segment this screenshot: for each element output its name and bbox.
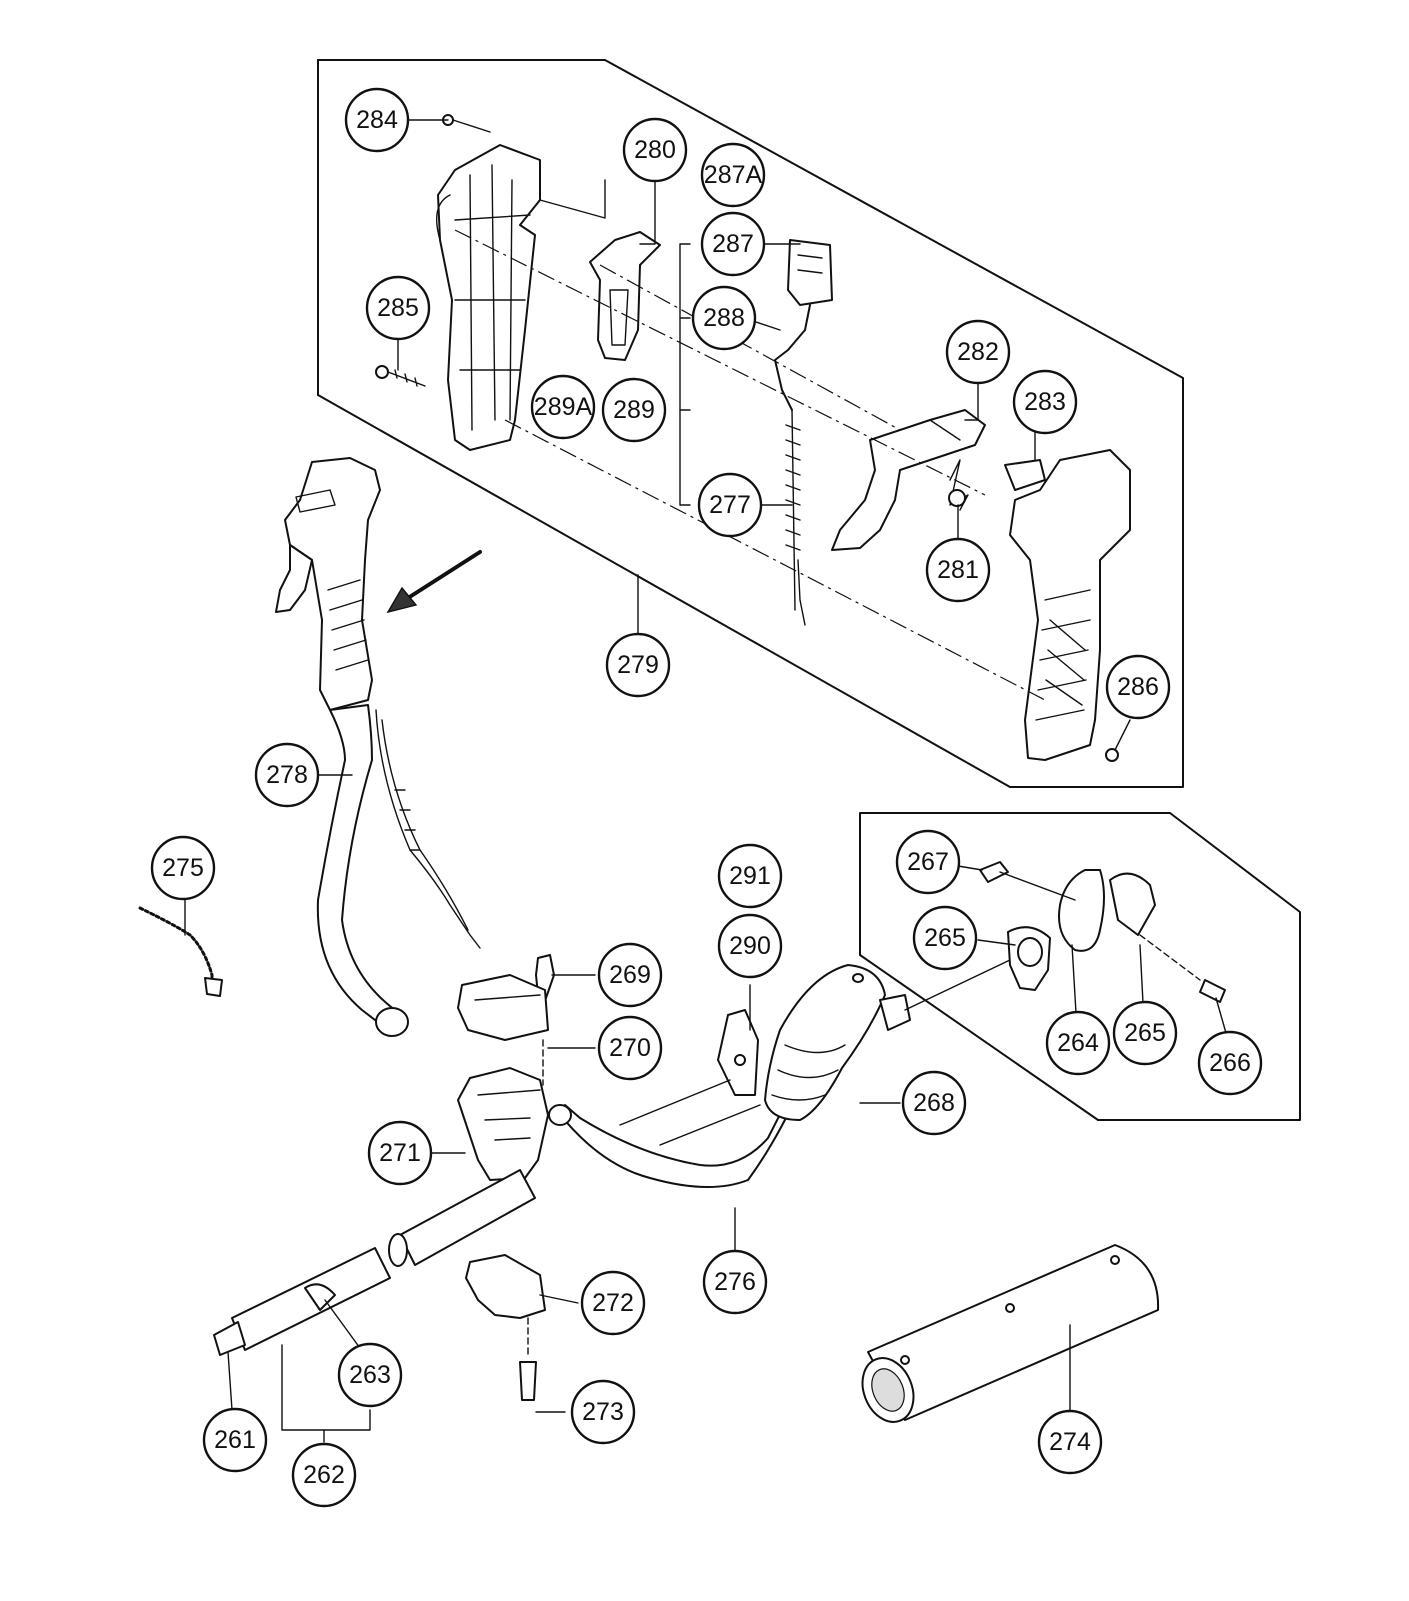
callout-269: 269 <box>597 942 663 1008</box>
svg-text:271: 271 <box>379 1139 421 1167</box>
callout-280: 280 <box>622 117 688 183</box>
callout-264: 264 <box>1045 1010 1111 1076</box>
svg-text:273: 273 <box>582 1398 624 1426</box>
callout-277: 277 <box>697 472 763 538</box>
svg-text:272: 272 <box>592 1289 634 1317</box>
callout-262: 262 <box>291 1442 357 1508</box>
svg-text:279: 279 <box>617 651 659 679</box>
clamp-kit-box <box>859 812 1301 1121</box>
callout-276: 276 <box>702 1249 768 1315</box>
svg-text:268: 268 <box>913 1089 955 1117</box>
callout-275: 275 <box>150 835 216 901</box>
callout-279: 279 <box>605 632 671 698</box>
callout-268: 268 <box>901 1070 967 1136</box>
callout-272: 272 <box>580 1270 646 1336</box>
callout-282: 282 <box>945 319 1011 385</box>
svg-text:281: 281 <box>937 556 979 584</box>
throttle-housing-right <box>1009 449 1131 761</box>
callout-261: 261 <box>202 1407 268 1473</box>
svg-text:274: 274 <box>1049 1428 1091 1456</box>
handle-clamp-parts <box>457 954 555 1181</box>
svg-text:270: 270 <box>609 1034 651 1062</box>
svg-text:288: 288 <box>703 304 745 332</box>
svg-text:276: 276 <box>714 1268 756 1296</box>
callout-273: 273 <box>570 1379 636 1445</box>
svg-text:287: 287 <box>712 230 754 258</box>
svg-text:290: 290 <box>729 932 771 960</box>
loop-handle <box>548 964 911 1189</box>
callout-286: 286 <box>1105 654 1171 720</box>
svg-text:277: 277 <box>709 491 751 519</box>
assembly-arrow <box>386 550 482 614</box>
callout-281: 281 <box>925 537 991 603</box>
callout-270: 270 <box>597 1015 663 1081</box>
svg-text:261: 261 <box>214 1426 256 1454</box>
callout-285: 285 <box>365 275 431 341</box>
throttle-trigger <box>831 409 986 551</box>
callout-274: 274 <box>1037 1409 1103 1475</box>
svg-text:286: 286 <box>1117 673 1159 701</box>
callout-265-right: 265 <box>1112 1000 1178 1066</box>
svg-text:262: 262 <box>303 1461 345 1489</box>
svg-text:264: 264 <box>1057 1029 1099 1057</box>
svg-text:275: 275 <box>162 854 204 882</box>
svg-text:284: 284 <box>356 106 398 134</box>
svg-text:269: 269 <box>609 961 651 989</box>
callout-263: 263 <box>337 1342 403 1408</box>
throttle-assembly-box <box>317 59 1184 788</box>
drive-shaft-tubes <box>213 1169 536 1356</box>
callout-267: 267 <box>895 829 961 895</box>
cable-tie <box>138 906 223 997</box>
svg-text:263: 263 <box>349 1361 391 1389</box>
svg-text:265: 265 <box>924 924 966 952</box>
svg-text:267: 267 <box>907 848 949 876</box>
svg-text:278: 278 <box>266 761 308 789</box>
leader-lines <box>184 119 1227 1443</box>
callout-287: 287 <box>700 211 766 277</box>
svg-text:289: 289 <box>613 396 655 424</box>
clamp-kit-parts <box>904 861 1226 1011</box>
svg-text:287A: 287A <box>704 161 763 189</box>
callout-278: 278 <box>254 742 320 808</box>
callout-266: 266 <box>1197 1030 1263 1096</box>
assembly-centre-lines <box>454 229 1046 701</box>
callout-287A: 287A <box>700 142 766 208</box>
svg-text:283: 283 <box>1024 388 1066 416</box>
svg-text:285: 285 <box>377 294 419 322</box>
throttle-housing-left <box>436 144 541 451</box>
screws <box>375 114 1119 762</box>
trigger-spring <box>948 459 969 511</box>
svg-text:265: 265 <box>1124 1019 1166 1047</box>
svg-text:291: 291 <box>729 862 771 890</box>
callout-265-left: 265 <box>912 905 978 971</box>
callout-284: 284 <box>344 87 410 153</box>
shaft-cover-tube <box>861 1244 1160 1423</box>
svg-text:266: 266 <box>1209 1049 1251 1077</box>
shaft-bracket <box>465 1254 546 1401</box>
stop-switch-and-cable <box>774 239 833 626</box>
svg-text:280: 280 <box>634 136 676 164</box>
callout-290: 290 <box>717 913 783 979</box>
handle-bracket <box>619 1009 761 1146</box>
svg-text:289A: 289A <box>534 393 593 421</box>
svg-text:282: 282 <box>957 338 999 366</box>
callout-283: 283 <box>1012 369 1078 435</box>
assembled-throttle-handle <box>275 457 481 1037</box>
callout-291: 291 <box>717 843 783 909</box>
lockout-button <box>1004 459 1046 491</box>
callout-288: 288 <box>691 285 757 351</box>
callout-289A: 289A <box>530 374 596 440</box>
callout-289: 289 <box>601 377 667 443</box>
throttle-lever <box>589 231 661 361</box>
callout-271: 271 <box>367 1120 433 1186</box>
